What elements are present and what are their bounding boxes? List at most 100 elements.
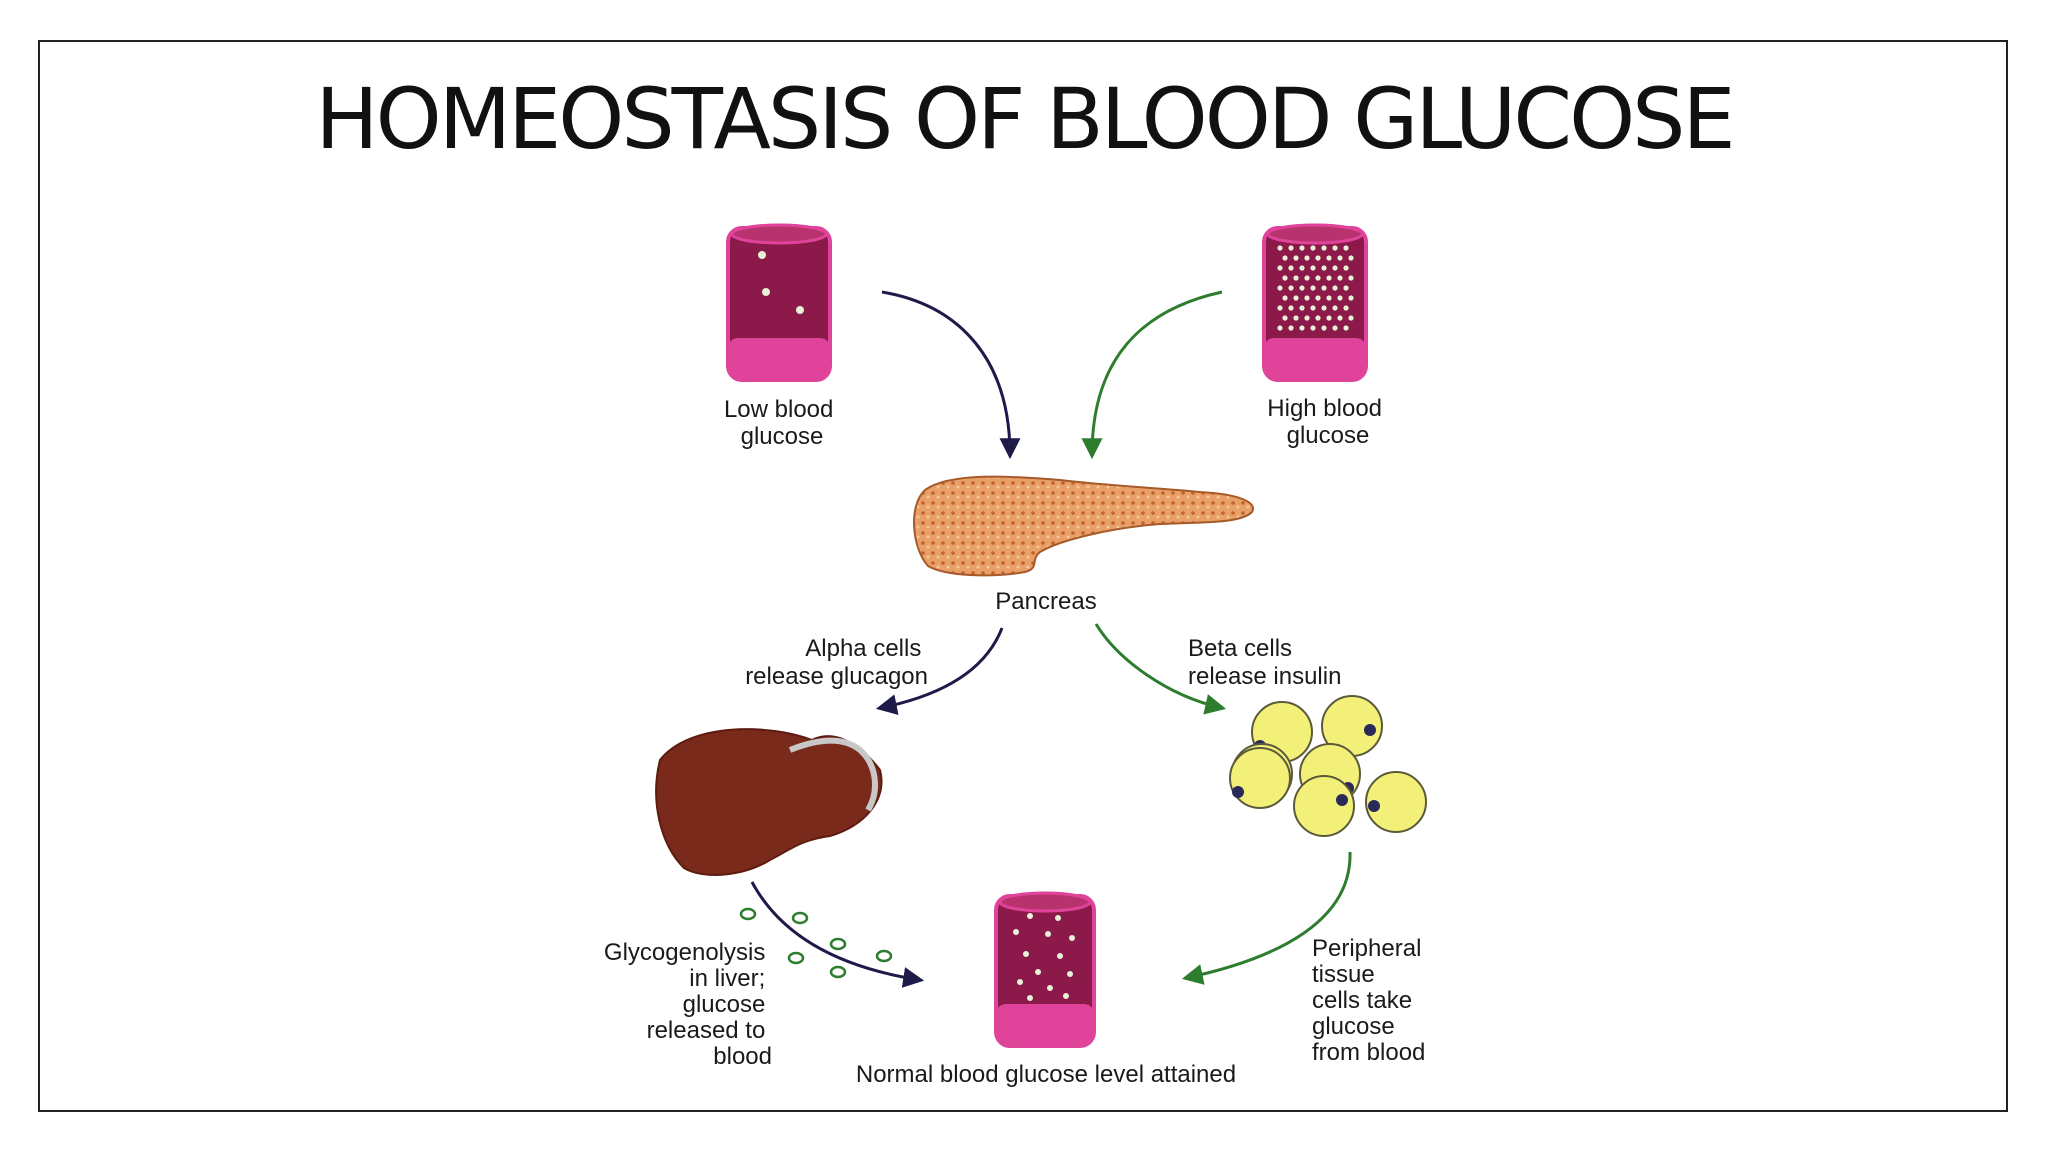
glucose-dot bbox=[1343, 285, 1349, 291]
glucose-dot bbox=[1017, 979, 1023, 985]
glucose-dot bbox=[1293, 295, 1299, 301]
glucose-dot bbox=[1055, 915, 1061, 921]
glucose-dot bbox=[1310, 285, 1316, 291]
glucose-dot bbox=[1299, 285, 1305, 291]
glucose-dot bbox=[1326, 275, 1332, 281]
normal-blood-vessel bbox=[994, 891, 1096, 1048]
glucose-dot bbox=[1304, 315, 1310, 321]
glucose-dot bbox=[1013, 929, 1019, 935]
glucose-dot bbox=[1299, 245, 1305, 251]
glucose-dot bbox=[1277, 285, 1283, 291]
glucose-dot bbox=[1315, 295, 1321, 301]
glucose-dot bbox=[1348, 315, 1354, 321]
fat-cell bbox=[1229, 747, 1291, 809]
glucose-dot bbox=[1063, 993, 1069, 999]
glucose-dot bbox=[1337, 295, 1343, 301]
glucose-dot bbox=[1027, 913, 1033, 919]
glucose-dot bbox=[1326, 315, 1332, 321]
glucose-dot bbox=[1304, 295, 1310, 301]
slide-title: HOMEOSTASIS OF BLOOD GLUCOSE bbox=[315, 70, 1735, 168]
pancreas-label: Pancreas bbox=[995, 588, 1096, 615]
glucose-dot bbox=[1321, 285, 1327, 291]
glucose-molecule bbox=[787, 951, 805, 965]
glucose-dot bbox=[1310, 305, 1316, 311]
glucose-dot bbox=[1057, 953, 1063, 959]
glucose-dot bbox=[1348, 295, 1354, 301]
fat-cell-nucleus bbox=[1232, 786, 1244, 798]
pancreas-illustration bbox=[913, 475, 1255, 577]
glucose-dot bbox=[1293, 275, 1299, 281]
glucose-dot bbox=[1315, 275, 1321, 281]
normal-blood-label: Normal blood glucose level attained bbox=[856, 1061, 1236, 1088]
glucose-dot bbox=[1293, 315, 1299, 321]
liver-illustration bbox=[655, 728, 883, 876]
glucose-dot bbox=[1304, 255, 1310, 261]
low-blood-vessel bbox=[726, 223, 832, 382]
fat-cell-nucleus bbox=[1364, 724, 1376, 736]
glucose-dot bbox=[1332, 305, 1338, 311]
glucose-molecule bbox=[829, 937, 847, 951]
glucose-dot bbox=[1321, 265, 1327, 271]
arrow-high-to-pancreas bbox=[1081, 290, 1223, 460]
glucose-dot bbox=[1326, 295, 1332, 301]
glucose-dot bbox=[1288, 305, 1294, 311]
glucose-dot bbox=[1035, 969, 1041, 975]
glucose-dot bbox=[1304, 275, 1310, 281]
glucose-dot bbox=[1326, 255, 1332, 261]
glucose-dot bbox=[1332, 265, 1338, 271]
glucose-dot bbox=[1321, 245, 1327, 251]
glucose-dot bbox=[1299, 325, 1305, 331]
arrow-insulin bbox=[1094, 623, 1227, 715]
glycogenolysis-label: Glycogenolysis in liver; glucose release… bbox=[604, 939, 772, 1070]
fat-cells-illustration bbox=[1229, 695, 1427, 837]
glucose-dot bbox=[1315, 255, 1321, 261]
glucose-dot bbox=[1282, 275, 1288, 281]
glucose-dot bbox=[1321, 325, 1327, 331]
glucose-dot bbox=[1343, 305, 1349, 311]
glucose-dot bbox=[1348, 275, 1354, 281]
arrow-glucagon bbox=[875, 627, 1004, 715]
beta-cells-label: Beta cells release insulin bbox=[1188, 635, 1341, 690]
glucose-dot bbox=[1348, 255, 1354, 261]
fat-cell bbox=[1293, 775, 1355, 837]
glucose-dot bbox=[1299, 305, 1305, 311]
glucose-dot bbox=[1332, 245, 1338, 251]
glucose-molecules-normal bbox=[1013, 913, 1075, 1001]
alpha-cells-label: Alpha cells release glucagon bbox=[745, 635, 928, 690]
glucose-dot bbox=[1343, 265, 1349, 271]
glucose-dot bbox=[1067, 971, 1073, 977]
glucose-dot bbox=[1310, 245, 1316, 251]
glucose-dot bbox=[1288, 285, 1294, 291]
glucose-dot bbox=[1282, 295, 1288, 301]
fat-cell bbox=[1365, 771, 1427, 833]
glucose-dot bbox=[1332, 285, 1338, 291]
glucose-molecule bbox=[739, 907, 757, 921]
glucose-molecule bbox=[791, 911, 809, 925]
glucose-molecules-high bbox=[1277, 245, 1354, 331]
glucose-dot bbox=[1045, 931, 1051, 937]
glucose-dot bbox=[1027, 995, 1033, 1001]
glucose-dot bbox=[1277, 265, 1283, 271]
glucose-dot bbox=[1293, 255, 1299, 261]
arrow-low-to-pancreas bbox=[881, 290, 1021, 460]
glucose-dot bbox=[1277, 325, 1283, 331]
low-blood-label: Low blood glucose bbox=[724, 396, 840, 450]
glucose-dot bbox=[1337, 255, 1343, 261]
released-glucose-molecules bbox=[739, 907, 893, 979]
high-blood-vessel bbox=[1262, 223, 1368, 382]
glucose-dot bbox=[1337, 315, 1343, 321]
peripheral-tissue-label: Peripheral tissue cells take glucose fro… bbox=[1312, 935, 1428, 1066]
glucose-dot bbox=[1321, 305, 1327, 311]
glucose-dot bbox=[1332, 325, 1338, 331]
glucose-dot bbox=[1282, 315, 1288, 321]
glucose-dot bbox=[1288, 325, 1294, 331]
fat-cell-nucleus bbox=[1336, 794, 1348, 806]
fat-cell-nucleus bbox=[1368, 800, 1380, 812]
glucose-dot bbox=[1343, 245, 1349, 251]
glucose-molecule bbox=[875, 949, 893, 963]
glucose-dot bbox=[1310, 265, 1316, 271]
glucose-dot bbox=[1023, 951, 1029, 957]
glucose-dot bbox=[1282, 255, 1288, 261]
arrow-tissue-to-blood bbox=[1181, 851, 1352, 985]
